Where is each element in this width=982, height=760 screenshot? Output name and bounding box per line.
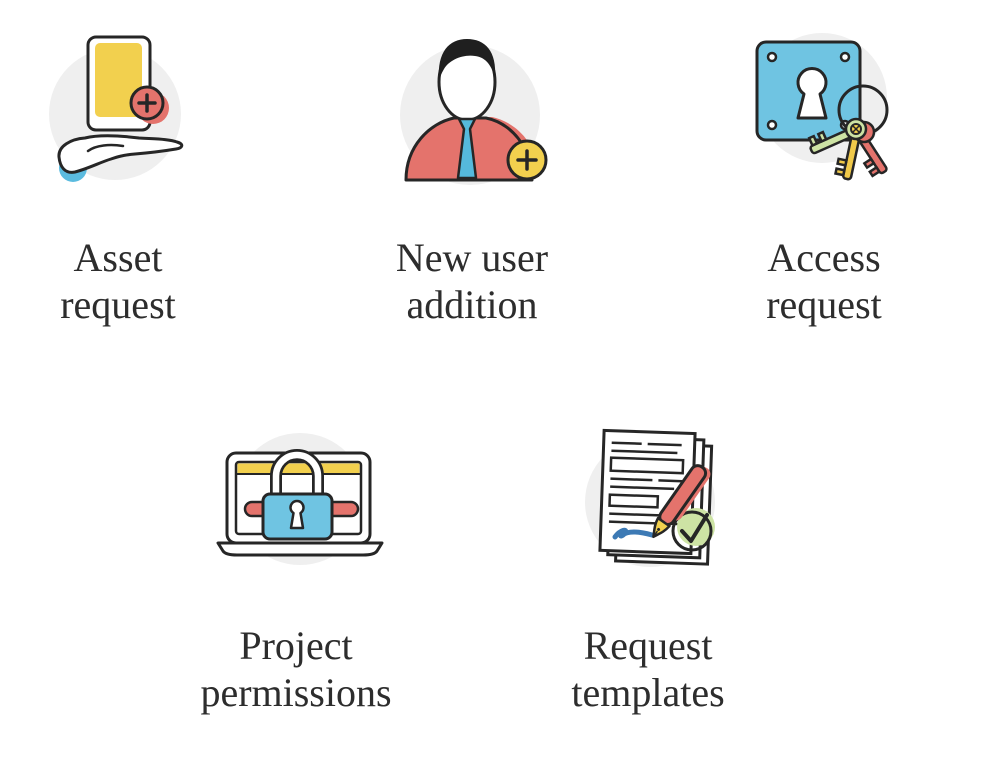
- lock-and-keys-icon: [755, 33, 889, 181]
- document-pen-icon: [585, 428, 715, 567]
- user-plus-icon: [400, 39, 548, 185]
- tile-asset-request[interactable]: Asset request: [0, 18, 238, 328]
- tile-label-project-permissions: Project permissions: [200, 623, 392, 715]
- tile-label-request-templates: Request templates: [571, 623, 725, 715]
- tile-new-user-addition[interactable]: New user addition: [352, 18, 592, 328]
- tile-project-permissions[interactable]: Project permissions: [176, 406, 416, 716]
- laptop-lock-icon: [216, 433, 384, 565]
- hand-holding-card-icon: [49, 35, 184, 182]
- tile-label-asset-request: Asset request: [60, 235, 176, 327]
- tile-request-templates[interactable]: Request templates: [528, 406, 768, 716]
- tile-label-new-user-addition: New user addition: [395, 235, 549, 327]
- tile-access-request[interactable]: Access request: [704, 18, 944, 328]
- tile-label-access-request: Access request: [766, 235, 882, 327]
